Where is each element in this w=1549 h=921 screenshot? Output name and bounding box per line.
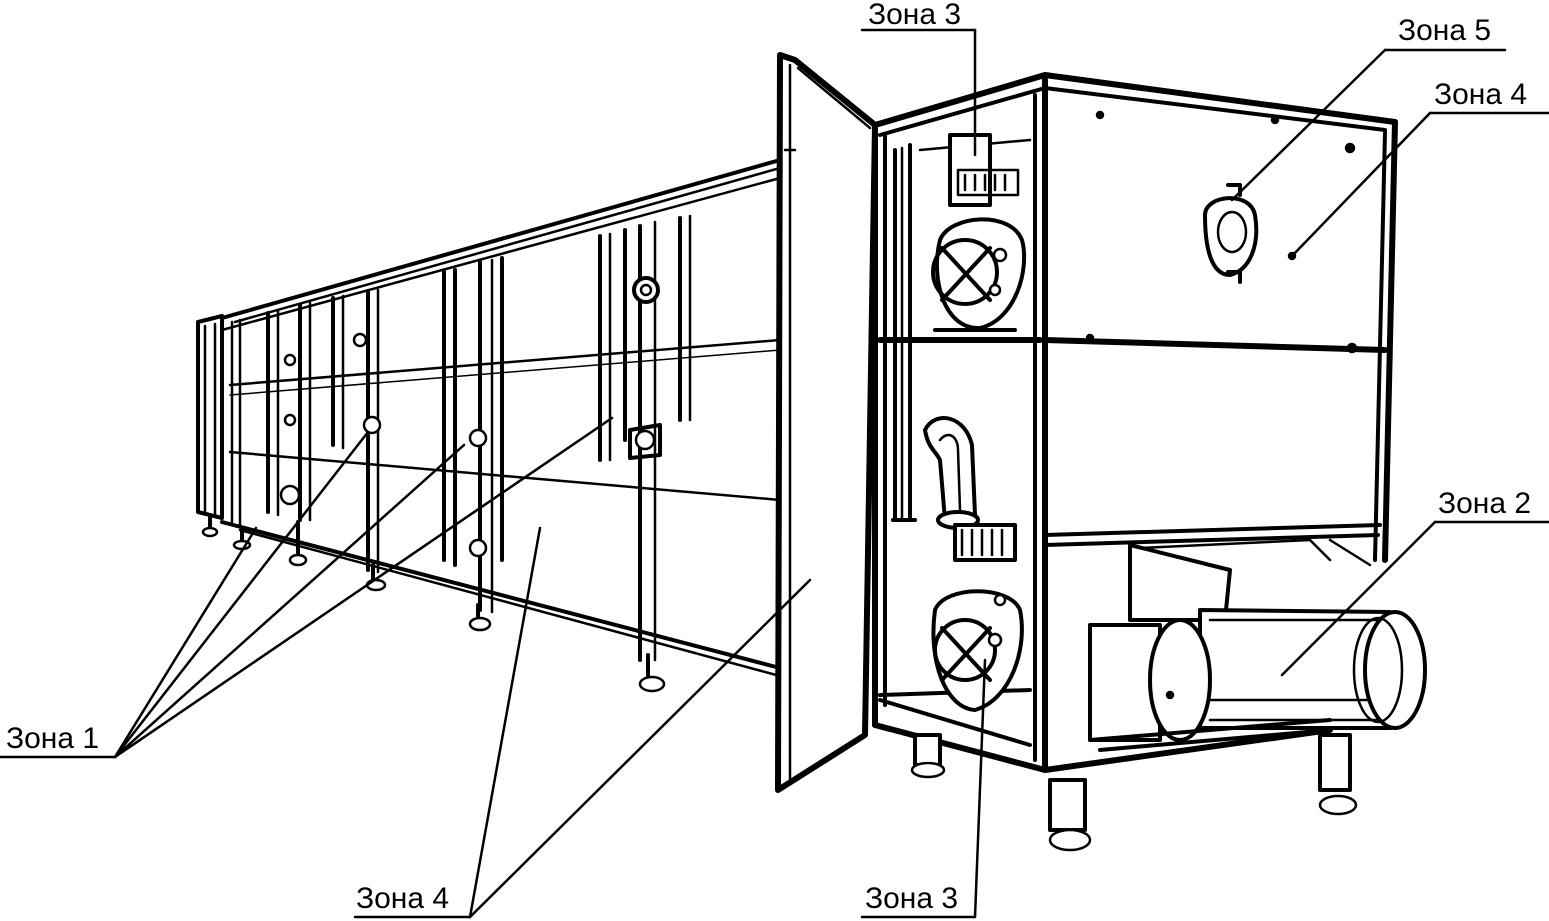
- label-zone1: Зона 1: [6, 722, 99, 755]
- leader-lines: [0, 28, 1549, 919]
- label-zone4-bottom: Зона 4: [356, 882, 449, 915]
- conveyor-section: [196, 158, 782, 693]
- upper-pump: [931, 133, 1027, 332]
- label-zone2: Зона 2: [1438, 487, 1531, 520]
- label-zone3-bottom: Зона 3: [865, 882, 958, 915]
- label-zone4-top: Зона 4: [1434, 78, 1527, 111]
- open-door: [775, 52, 878, 793]
- inner-tube: [891, 143, 917, 522]
- elbow-pipe: [923, 416, 980, 530]
- lower-pump: [931, 523, 1024, 712]
- motor-assembly: [1088, 538, 1427, 752]
- label-zone3-top: Зона 3: [868, 0, 961, 31]
- conveyor-legs: [201, 516, 666, 693]
- label-zone5: Зона 5: [1398, 14, 1491, 47]
- cabinet-legs: [910, 733, 1358, 852]
- front-port: [1203, 183, 1259, 284]
